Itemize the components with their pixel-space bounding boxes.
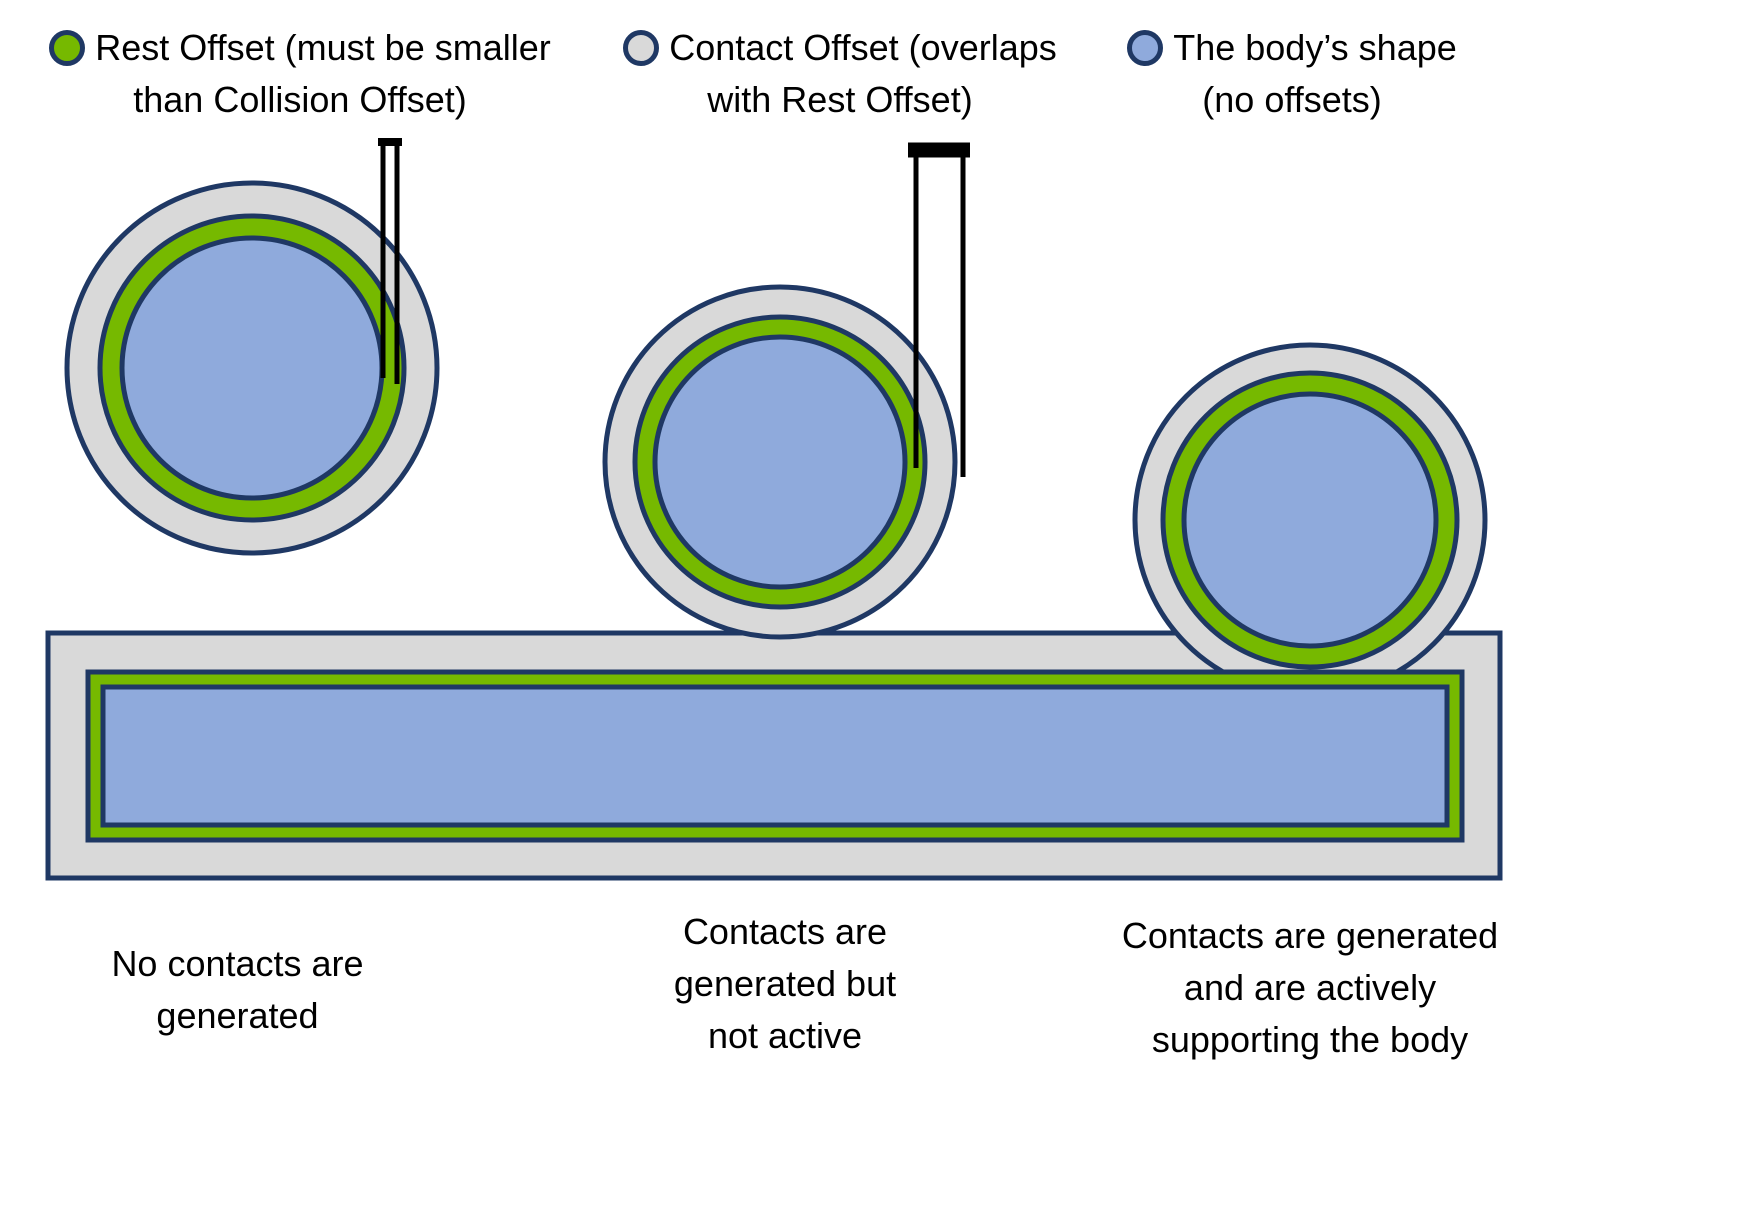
ball3-body-shape-circle	[1181, 391, 1439, 649]
legend-contact-offset-line1: Contact Offset (overlaps	[600, 22, 1080, 74]
caption-contacts-inactive-line3: not active	[707, 1015, 863, 1056]
caption-contacts-inactive: Contacts are generated but not active	[600, 906, 970, 1062]
body-shape-swatch-icon	[1127, 30, 1164, 66]
ball1-body-shape-circle	[119, 235, 385, 501]
caption-no-contacts-line2: generated	[156, 995, 319, 1036]
ball-contact-inactive	[602, 284, 958, 640]
caption-contacts-active-line3: supporting the body	[1151, 1019, 1469, 1060]
caption-no-contacts-line1: No contacts are	[111, 943, 364, 984]
legend-item-rest-offset: Rest Offset (must be smaller than Collis…	[20, 22, 580, 126]
caption-contacts-inactive-line1: Contacts are	[682, 911, 888, 952]
legend-rest-offset-line1: Rest Offset (must be smaller	[20, 22, 580, 74]
legend-rest-offset-label: Rest Offset (must be smaller	[95, 27, 551, 68]
caption-no-contacts: No contacts are generated	[55, 938, 420, 1042]
legend-item-contact-offset: Contact Offset (overlaps with Rest Offse…	[600, 22, 1080, 126]
legend-body-shape-label-line2: (no offsets)	[1202, 79, 1382, 120]
rest-offset-measure-bracket	[378, 138, 402, 384]
ball-contact-active	[1132, 342, 1488, 698]
rest-offset-swatch-icon	[49, 30, 86, 66]
legend-rest-offset-label-line2: than Collision Offset)	[133, 79, 467, 120]
legend-contact-offset-label: Contact Offset (overlaps	[669, 27, 1057, 68]
contact-offset-measure-bracket	[908, 142, 970, 477]
ball2-body-shape-circle	[652, 334, 908, 590]
legend-body-shape-label: The body’s shape	[1173, 27, 1457, 68]
ground-body-shape-rect	[100, 684, 1450, 828]
caption-contacts-inactive-line2: generated but	[673, 963, 897, 1004]
legend-item-body-shape: The body’s shape (no offsets)	[1112, 22, 1472, 126]
caption-contacts-active-line2: and are actively	[1183, 967, 1437, 1008]
caption-contacts-active: Contacts are generated and are actively …	[1085, 910, 1535, 1066]
legend-contact-offset-label-line2: with Rest Offset)	[707, 79, 973, 120]
legend-body-shape-line1: The body’s shape	[1112, 22, 1472, 74]
contact-offset-swatch-icon	[623, 30, 660, 66]
caption-contacts-active-line1: Contacts are generated	[1121, 915, 1499, 956]
